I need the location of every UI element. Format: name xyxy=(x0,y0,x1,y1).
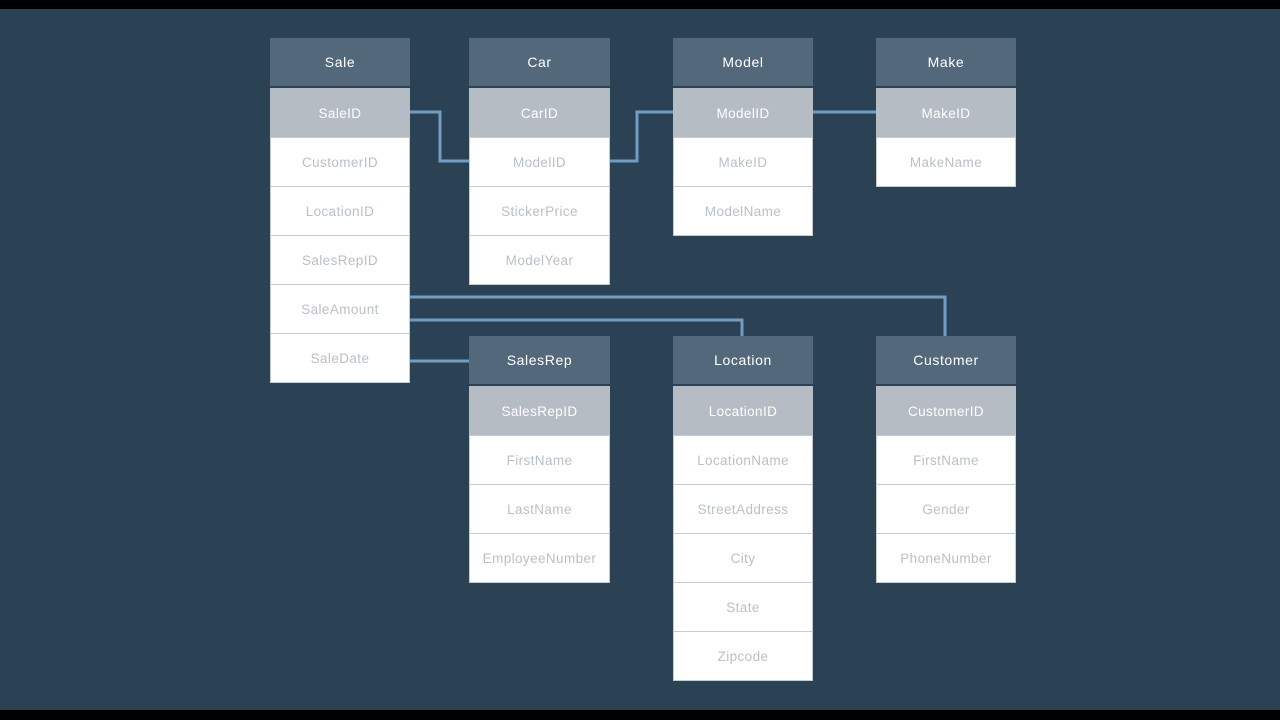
field-sale-salesrepid: SalesRepID xyxy=(270,235,410,285)
field-car-stickerprice: StickerPrice xyxy=(469,186,610,236)
field-model-modelid: ModelID xyxy=(673,88,813,138)
field-sale-saleid: SaleID xyxy=(270,88,410,138)
table-salesrep-title: SalesRep xyxy=(469,336,610,384)
letterbox-bottom xyxy=(0,710,1280,720)
table-location-title: Location xyxy=(673,336,813,384)
connector-sale-saleamount-to-customer xyxy=(410,295,947,336)
field-sale-customerid: CustomerID xyxy=(270,137,410,187)
field-customer-customerid: CustomerID xyxy=(876,386,1016,436)
field-customer-gender: Gender xyxy=(876,484,1016,534)
field-car-carid: CarID xyxy=(469,88,610,138)
letterbox-top xyxy=(0,0,1280,9)
field-salesrep-firstname: FirstName xyxy=(469,435,610,485)
field-salesrep-salesrepid: SalesRepID xyxy=(469,386,610,436)
table-model-title: Model xyxy=(673,38,813,86)
field-location-locationname: LocationName xyxy=(673,435,813,485)
connector-sale-saleamount-to-location xyxy=(410,318,744,336)
field-make-makename: MakeName xyxy=(876,137,1016,187)
field-car-modelyear: ModelYear xyxy=(469,235,610,285)
field-car-modelid: ModelID xyxy=(469,137,610,187)
field-location-state: State xyxy=(673,582,813,632)
connector-car-modelid-to-model-modelid xyxy=(610,110,673,163)
field-model-modelname: ModelName xyxy=(673,186,813,236)
table-make-title: Make xyxy=(876,38,1016,86)
field-customer-phonenumber: PhoneNumber xyxy=(876,533,1016,583)
field-salesrep-employeenumber: EmployeeNumber xyxy=(469,533,610,583)
table-customer-title: Customer xyxy=(876,336,1016,384)
field-location-zipcode: Zipcode xyxy=(673,631,813,681)
connector-sale-saleid-to-car-modelid xyxy=(410,110,469,163)
field-sale-locationid: LocationID xyxy=(270,186,410,236)
field-location-streetaddress: StreetAddress xyxy=(673,484,813,534)
field-salesrep-lastname: LastName xyxy=(469,484,610,534)
field-sale-saleamount: SaleAmount xyxy=(270,284,410,334)
field-location-city: City xyxy=(673,533,813,583)
field-sale-saledate: SaleDate xyxy=(270,333,410,383)
field-make-makeid: MakeID xyxy=(876,88,1016,138)
field-customer-firstname: FirstName xyxy=(876,435,1016,485)
table-car-title: Car xyxy=(469,38,610,86)
field-location-locationid: LocationID xyxy=(673,386,813,436)
field-model-makeid: MakeID xyxy=(673,137,813,187)
table-sale-title: Sale xyxy=(270,38,410,86)
